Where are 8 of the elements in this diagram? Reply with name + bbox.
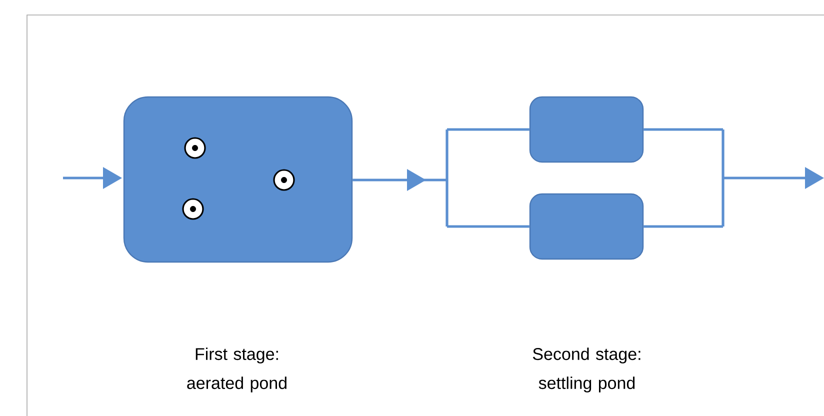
arrow	[642, 128, 824, 228]
arrow	[63, 167, 122, 189]
pond-box	[123, 96, 353, 263]
stage-caption: First stage: aerated pond	[187, 348, 286, 392]
stage-caption: Second stage: settling pond	[532, 348, 640, 392]
arrow	[351, 128, 531, 228]
pond-box	[529, 193, 644, 260]
pond-box	[529, 96, 644, 163]
